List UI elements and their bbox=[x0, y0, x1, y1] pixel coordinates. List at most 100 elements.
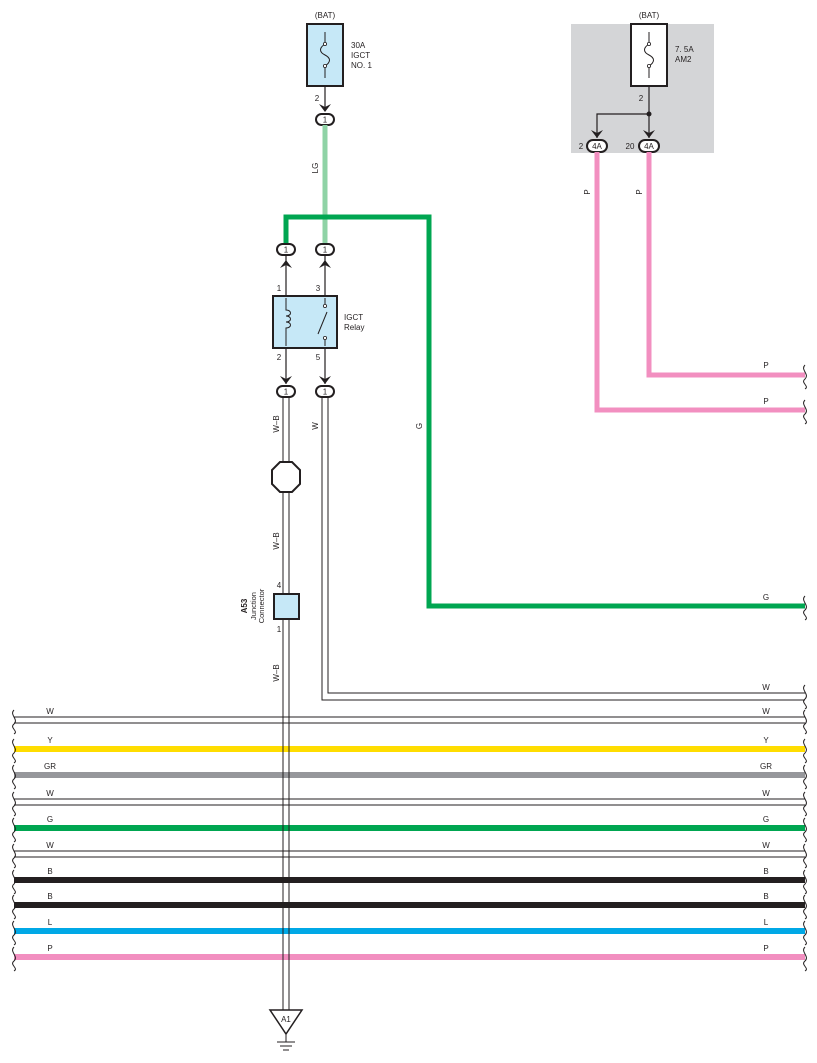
a1-ground-code: A1 bbox=[281, 1015, 291, 1024]
bus-wire-6-break-left bbox=[12, 869, 16, 895]
g-wire-vertical-label: G bbox=[415, 423, 424, 429]
am2-fuse-name: AM2 bbox=[675, 55, 692, 64]
relay-pin3-label: 3 bbox=[316, 284, 321, 293]
am2-fuse-pin: 2 bbox=[639, 94, 644, 103]
am2-fuse-terminal-top bbox=[647, 42, 652, 47]
bus-wire-4-break-right bbox=[803, 817, 807, 843]
a1-ground-triangle bbox=[268, 1009, 304, 1036]
p-wire-out-1-label: P bbox=[763, 361, 768, 370]
bus-wire-4-label-left: G bbox=[47, 815, 53, 824]
p-wire-out-1-break bbox=[803, 364, 807, 390]
am2-connector-b-pin: 20 bbox=[626, 142, 635, 151]
relay-bottom-connector-left-number: 1 bbox=[284, 388, 289, 397]
igct-fuse-name-line2: NO. 1 bbox=[351, 61, 372, 70]
g-wire-main bbox=[283, 214, 805, 609]
bus-wire-6-break-right bbox=[803, 869, 807, 895]
relay-top-connector-left-number: 1 bbox=[284, 246, 289, 255]
left-fuse-source-label: (BAT) bbox=[315, 11, 336, 20]
w-wire-relay-outer bbox=[321, 397, 805, 701]
a53-junction-connector bbox=[273, 593, 300, 620]
w-wire-break bbox=[803, 684, 807, 710]
bus-wire-3-break-right bbox=[803, 791, 807, 817]
am2-fuse-symbol bbox=[644, 32, 654, 78]
relay-arrow-pin3 bbox=[319, 260, 331, 268]
am2-fuse-rating: 7. 5A bbox=[675, 45, 694, 54]
p-wire-inner bbox=[646, 152, 805, 378]
igct-fuse-name-line1: IGCT bbox=[351, 51, 370, 60]
bus-wire-4-label-right: G bbox=[763, 815, 769, 824]
wb-wire-label-1: W–B bbox=[272, 415, 281, 432]
relay-bottom-connector-left bbox=[276, 385, 296, 398]
relay-bottom-connector-right-number: 1 bbox=[323, 388, 328, 397]
relay-pin2-label: 2 bbox=[277, 353, 282, 362]
bus-wire-6-label-left: B bbox=[47, 867, 52, 876]
relay-bottom-connector-right bbox=[315, 385, 335, 398]
bus-wire-9-label-left: P bbox=[47, 944, 52, 953]
bus-wire-2-label-left: GR bbox=[44, 762, 56, 771]
igct-relay-switch-blade bbox=[317, 311, 328, 335]
p-wire-right-label: P bbox=[635, 189, 644, 194]
bus-wire-5-label-left: W bbox=[46, 841, 54, 850]
am2-arrow-b bbox=[643, 130, 655, 138]
wb-wire-label-3: W–B bbox=[272, 664, 281, 681]
bus-wire-1-break-right bbox=[803, 738, 807, 764]
wb-wire-label-2: W–B bbox=[272, 532, 281, 549]
bus-wire-7-break-left bbox=[12, 894, 16, 920]
bus-wire-7-label-left: B bbox=[47, 892, 52, 901]
p-wire-out-2-label: P bbox=[763, 397, 768, 406]
am2-connector-a-name: 4A bbox=[592, 142, 602, 151]
am2-branch-wire bbox=[596, 113, 649, 138]
igct-relay-body bbox=[272, 295, 338, 349]
g-wire-break bbox=[803, 595, 807, 621]
igct-fuse-rating: 30A bbox=[351, 41, 366, 50]
relay-pin1-label: 1 bbox=[277, 284, 282, 293]
bus-wire-3-break-left bbox=[12, 791, 16, 817]
bus-wire-0-label-left: W bbox=[46, 707, 54, 716]
w-wire-relay-label: W bbox=[311, 422, 320, 430]
bus-wire-9-label-right: P bbox=[763, 944, 768, 953]
bus-wire-6-label-right: B bbox=[763, 867, 768, 876]
bus-wire-8-break-right bbox=[803, 920, 807, 946]
igct-fuse-connector-number: 1 bbox=[323, 116, 328, 125]
igct-relay-name-line2: Relay bbox=[344, 323, 364, 332]
right-fuse-source-label: (BAT) bbox=[639, 11, 660, 20]
a53-name-line2: Connector bbox=[257, 588, 266, 623]
igct-fuse-terminal-bottom bbox=[322, 64, 327, 69]
igct-fuse-terminal-top bbox=[322, 42, 327, 47]
bus-wire-0-label-right: W bbox=[762, 707, 770, 716]
relay-arrow-pin1 bbox=[280, 260, 292, 268]
bus-wire-9-break-left bbox=[12, 946, 16, 972]
am2-connector-a-pin: 2 bbox=[579, 142, 584, 151]
p-wire-left-label: P bbox=[583, 189, 592, 194]
bus-wire-2-label-right: GR bbox=[760, 762, 772, 771]
igct-relay-name-line1: IGCT bbox=[344, 313, 363, 322]
bus-wire-1-label-right: Y bbox=[763, 736, 769, 745]
bus-wire-0-break-left bbox=[12, 709, 16, 735]
igct-relay-switch-terminal-top bbox=[322, 303, 327, 308]
p-wire-out-2-break bbox=[803, 399, 807, 425]
bus-wire-5-label-right: W bbox=[762, 841, 770, 850]
lg-wire-label: LG bbox=[311, 163, 320, 174]
w-wire-relay-inner bbox=[327, 397, 805, 694]
relay-arrow-pin5 bbox=[319, 376, 331, 384]
relay-pin5-label: 5 bbox=[316, 353, 321, 362]
bus-wire-0-break-right bbox=[803, 709, 807, 735]
a53-pin-top: 4 bbox=[277, 581, 282, 590]
igct-relay-switch-terminal-bottom bbox=[322, 335, 327, 340]
g-wire-out-label: G bbox=[763, 593, 769, 602]
bus-wire-8-break-left bbox=[12, 920, 16, 946]
bus-wire-5-break-right bbox=[803, 843, 807, 869]
a53-name-line1: Junction bbox=[249, 592, 258, 620]
am2-connector-b-name: 4A bbox=[644, 142, 654, 151]
igct-fuse-symbol bbox=[320, 32, 330, 78]
am2-fuse-terminal-bottom bbox=[647, 64, 652, 69]
bus-wire-2-break-left bbox=[12, 764, 16, 790]
bus-wire-3-label-left: W bbox=[46, 789, 54, 798]
relay-arrow-pin2 bbox=[280, 376, 292, 384]
bus-wire-1-break-left bbox=[12, 738, 16, 764]
bus-wire-7-break-right bbox=[803, 894, 807, 920]
a53-code: A53 bbox=[240, 598, 249, 613]
bus-wire-7-label-right: B bbox=[763, 892, 768, 901]
